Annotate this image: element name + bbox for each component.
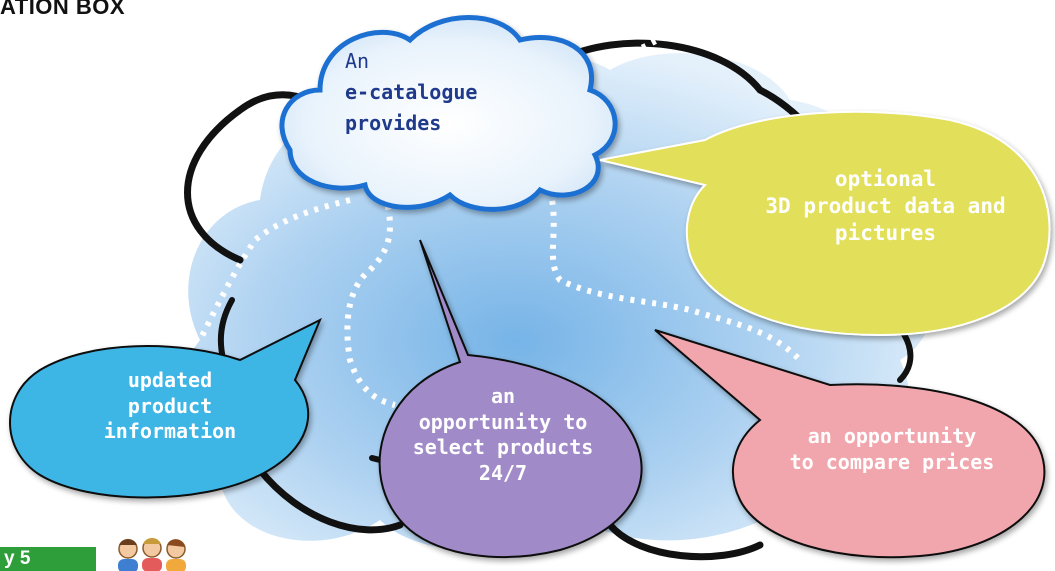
- central-cloud-line-2: e-catalogue: [345, 80, 478, 104]
- slide-title: ATION BOX: [0, 0, 126, 19]
- blue-callout-line-3: information: [103, 419, 237, 444]
- yellow-callout-line-2: 3D product data and: [765, 193, 1006, 218]
- purple-callout-text: an opportunity to select products 24/7: [378, 384, 628, 486]
- dotted-connectors: [197, 27, 803, 408]
- blue-callout-line-2: product: [127, 393, 213, 418]
- central-cloud-text: An e-catalogue provides: [345, 46, 477, 139]
- yellow-callout-line-1: optional: [834, 167, 937, 191]
- pink-callout-line-1: an opportunity: [807, 424, 977, 448]
- pink-callout-text: an opportunity to compare prices: [752, 424, 1032, 475]
- purple-callout-line-4: 24/7: [478, 460, 528, 485]
- outline-bottom: [256, 466, 404, 534]
- purple-callout-line-2: opportunity to: [418, 409, 588, 434]
- yellow-callout-shape: [599, 110, 1051, 337]
- central-cloud-line-3: provides: [345, 111, 442, 135]
- purple-callout-shape: [378, 239, 643, 559]
- purple-callout-line-1: an: [490, 384, 516, 408]
- blue-callout-line-1: updated: [127, 368, 213, 392]
- purple-callout-line-3: select products: [412, 435, 594, 460]
- small-cloud-shape: [279, 15, 618, 212]
- activity-badge: y 5: [0, 547, 96, 571]
- people-group-icon: [118, 538, 186, 571]
- blue-callout-text: updated product information: [60, 368, 280, 445]
- outline-bottom-right: [606, 521, 764, 561]
- pink-callout-line-2: to compare prices: [789, 449, 995, 474]
- blue-callout-shape: [9, 317, 322, 499]
- yellow-callout-text: optional 3D product data and pictures: [728, 166, 1043, 247]
- pink-callout-shape: [654, 329, 1046, 559]
- yellow-callout-line-3: pictures: [834, 220, 937, 245]
- central-cloud-line-1: An: [345, 49, 370, 73]
